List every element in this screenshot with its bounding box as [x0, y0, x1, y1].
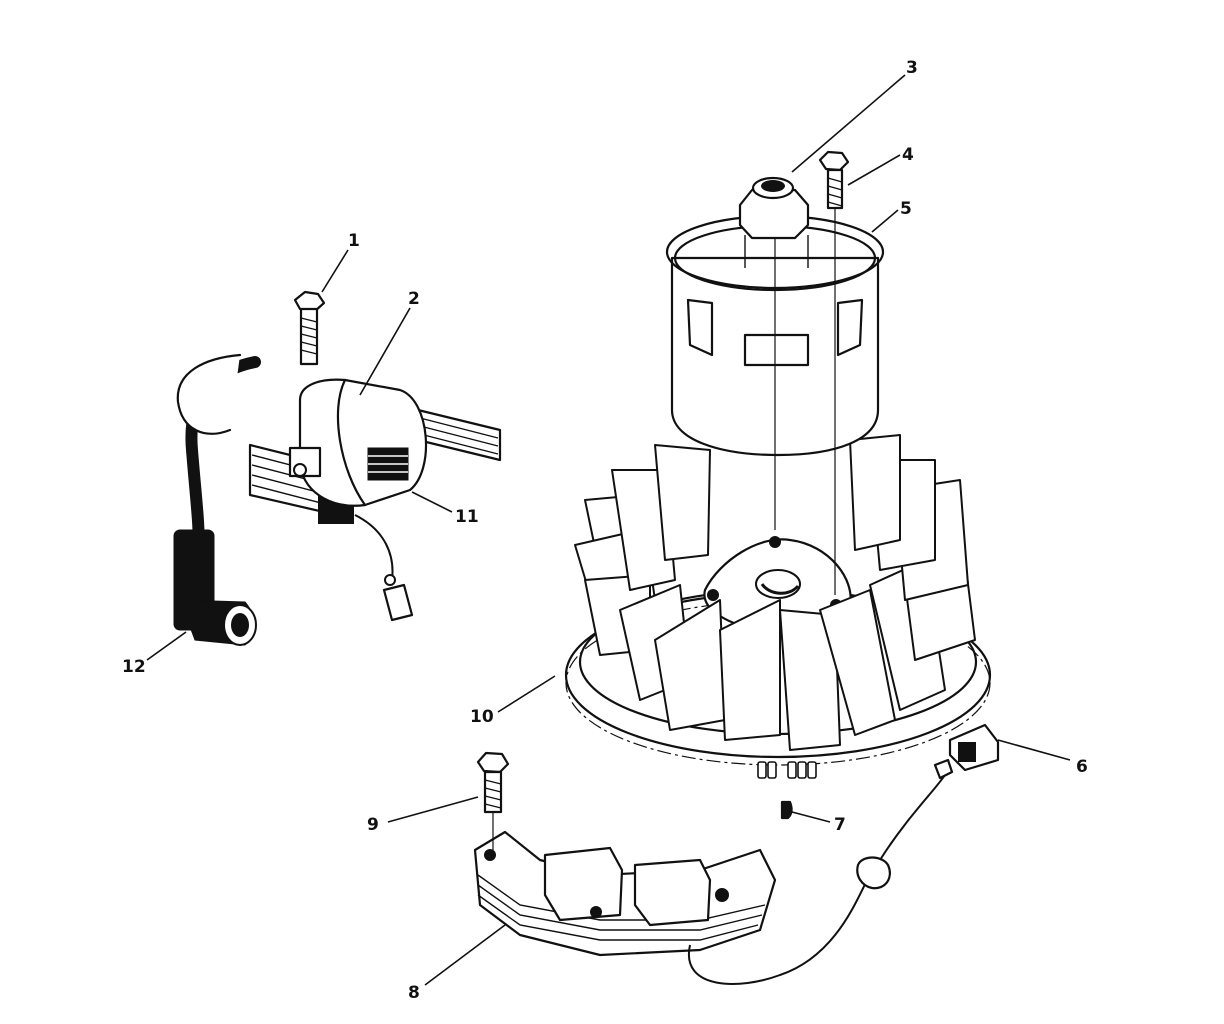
- alternator-mounting-bolt: [476, 751, 510, 850]
- callout-3: 3: [906, 58, 918, 78]
- flywheel-nut: [738, 176, 810, 240]
- ignition-coil-assembly: [173, 353, 502, 646]
- callout-5: 5: [900, 199, 912, 219]
- coil-body: [298, 378, 428, 507]
- callout-4: 4: [902, 145, 914, 165]
- coil-mounting-bolt: [293, 290, 326, 366]
- woodruff-key: [780, 800, 793, 820]
- callout-6: 6: [1076, 757, 1088, 777]
- alternator-coil: [473, 758, 954, 985]
- callout-7: 7: [834, 815, 846, 835]
- flywheel: [564, 434, 992, 779]
- callout-9: 9: [367, 815, 379, 835]
- shear-key: [948, 723, 1000, 772]
- callout-2: 2: [408, 289, 420, 309]
- callout-11: 11: [455, 507, 479, 527]
- cup-mounting-bolt: [818, 150, 850, 210]
- callout-labels: 1 2 3 4 5 6 7 8 9 10 11 12: [122, 58, 1088, 1003]
- callout-12: 12: [122, 657, 146, 677]
- callout-leaders: [146, 74, 1071, 986]
- callout-8: 8: [408, 983, 420, 1003]
- callout-1: 1: [348, 231, 360, 251]
- callout-10: 10: [470, 707, 494, 727]
